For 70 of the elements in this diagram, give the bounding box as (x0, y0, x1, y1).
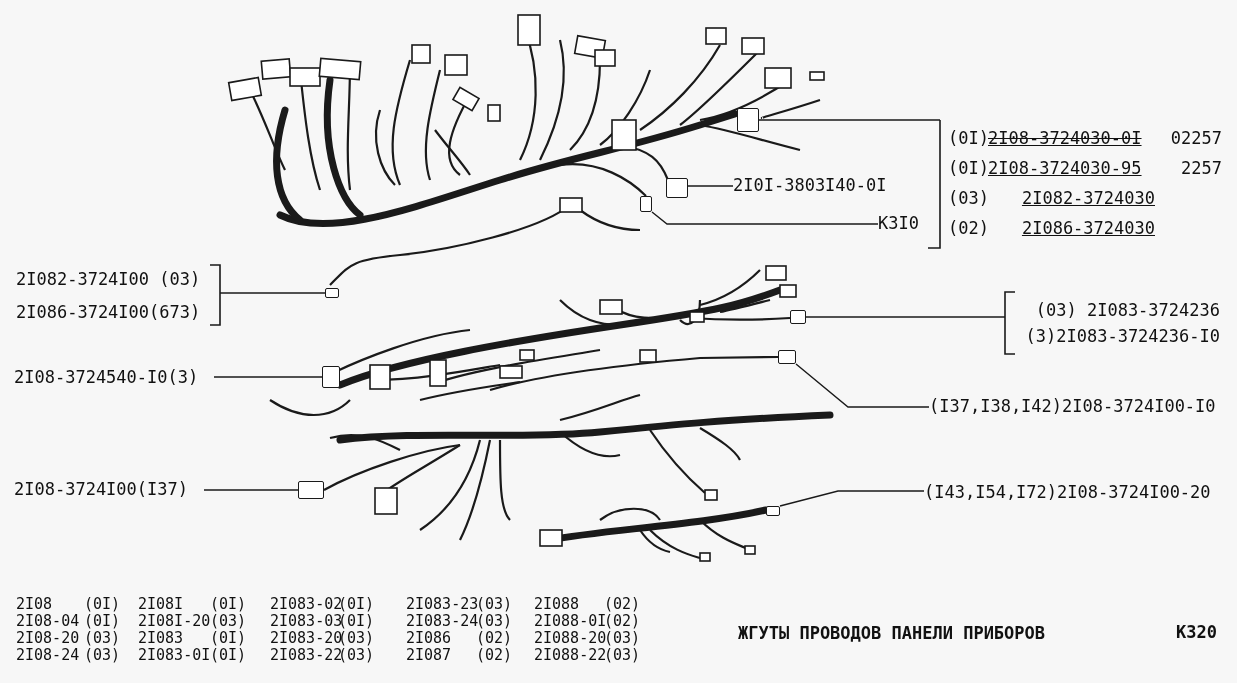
part-number: (3)2I083-3724236-I0 (1025, 326, 1220, 346)
table-cell: 2I08-24 (16, 647, 80, 664)
table-cell: (03) (476, 596, 513, 613)
part-number: (03) 2I083-3724236 (1035, 300, 1220, 320)
connector-plug (322, 366, 340, 388)
table-cell: 2I087 (406, 647, 452, 664)
part-number: (0I) (948, 158, 989, 178)
table-cell: 2I088-0I (534, 613, 607, 630)
table-cell: 2I083 (138, 630, 184, 647)
table-cell: (02) (604, 596, 641, 613)
part-number: 2I082-3724030 (1021, 188, 1155, 208)
table-cell: 2I083-0I (138, 647, 211, 664)
leader-line (758, 119, 941, 121)
table-cell: (0I) (210, 647, 247, 664)
table-cell: (03) (604, 647, 641, 664)
connector-plug (325, 288, 339, 298)
connector-plug (778, 350, 796, 364)
part-number: 2I082-3724I00 (03) (16, 269, 201, 289)
part-number: 2I08-3724540-I0(3) (14, 367, 199, 387)
sheet-code: К320 (1176, 624, 1217, 641)
table-cell: 2I08-20 (16, 630, 80, 647)
table-cell: (02) (476, 647, 513, 664)
part-number: 2I0I-3803I40-0I (733, 175, 887, 195)
table-cell: 2I088-20 (534, 630, 607, 647)
table-cell: 2I08 (16, 596, 53, 613)
table-cell: (0I) (210, 630, 247, 647)
connector-plug (766, 506, 780, 516)
part-number: (I43,I54,I72)2I08-3724I00-20 (924, 482, 1211, 502)
table-cell: 2I08I-20 (138, 613, 211, 630)
leader-line (795, 363, 930, 408)
connector-plug (790, 310, 806, 324)
table-cell: 2I088-22 (534, 647, 607, 664)
table-cell: 2I08I (138, 596, 184, 613)
table-cell: (0I) (84, 596, 121, 613)
table-cell: (0I) (210, 596, 247, 613)
part-number: (I37,I38,I42)2I08-3724I00-I0 (929, 396, 1216, 416)
table-cell: (02) (604, 613, 641, 630)
table-cell: (03) (210, 613, 247, 630)
part-number: 2I08-3724I00(I37) (14, 479, 188, 499)
part-number: (03) (948, 188, 989, 208)
table-cell: 2I083-23 (406, 596, 479, 613)
connector-plug (666, 178, 688, 198)
leader-line (651, 211, 879, 225)
table-cell: 2I086 (406, 630, 452, 647)
leader-line (779, 490, 925, 507)
leader-line (219, 292, 326, 294)
connector-plug (640, 196, 652, 212)
leader-line (687, 185, 734, 187)
table-cell: (03) (84, 647, 121, 664)
part-number: 2257 (1181, 158, 1222, 178)
part-number: (0I) (948, 128, 989, 148)
table-cell: (02) (476, 630, 513, 647)
part-number: (02) (948, 218, 989, 238)
leader-line (203, 489, 299, 491)
part-number: 2I086-3724I00(673) (16, 302, 201, 322)
table-cell: 2I08-04 (16, 613, 80, 630)
part-number: 2I086-3724030 (1021, 218, 1155, 238)
connector-plug (298, 481, 324, 499)
title: ЖГУТЫ ПРОВОДОВ ПАНЕЛИ ПРИБОРОВ (738, 623, 1046, 643)
table-cell: (0I) (84, 613, 121, 630)
table-cell: (03) (84, 630, 121, 647)
part-number: 2I08-3724030-95 (988, 158, 1142, 178)
part-number: 02257 (1170, 128, 1222, 148)
connector-plug (737, 108, 759, 132)
table-cell: 2I088 (534, 596, 580, 613)
leader-line (805, 316, 1006, 318)
table-cell: 2I083-24 (406, 613, 479, 630)
part-number: 2I08-3724030-0I (988, 128, 1142, 148)
part-number: К3I0 (878, 213, 919, 233)
leader-line (213, 376, 323, 378)
